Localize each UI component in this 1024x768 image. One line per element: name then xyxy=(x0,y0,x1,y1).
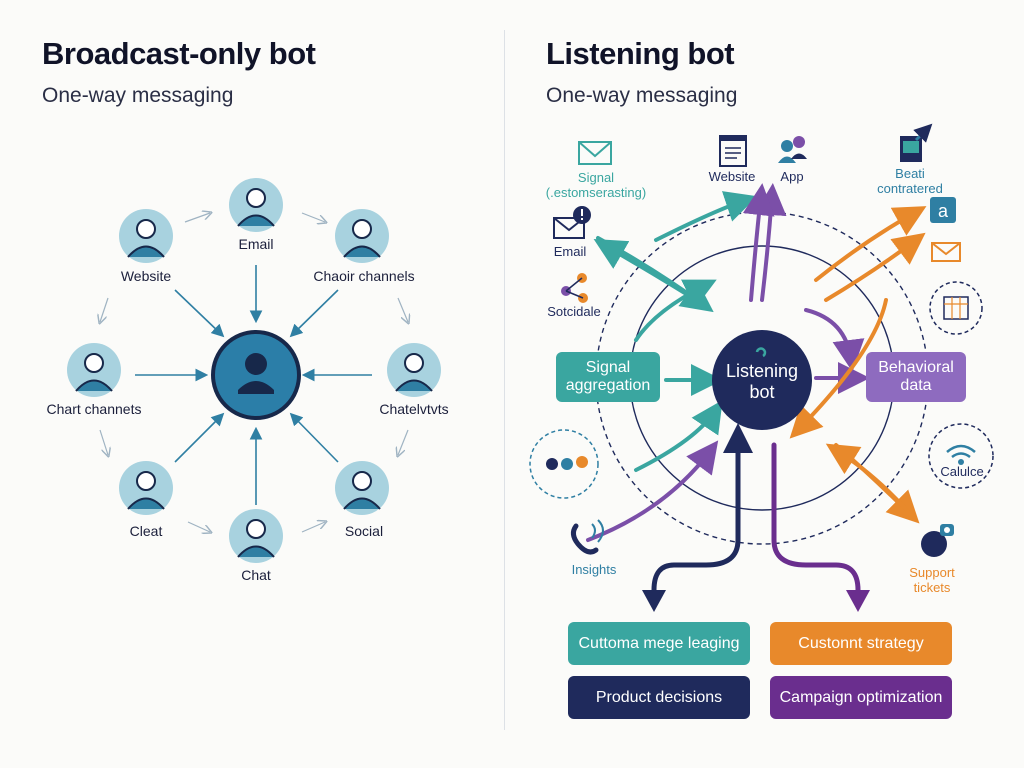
beati-line1: Beati xyxy=(895,166,925,181)
support-line1: Support xyxy=(909,565,955,580)
source-label-support: Support tickets xyxy=(909,565,955,595)
chat-avatar xyxy=(229,509,283,563)
node-label-social: Social xyxy=(344,523,384,539)
broadcast-subtitle: One-way messaging xyxy=(42,84,234,107)
app-users-icon xyxy=(778,136,807,163)
avatar-nodes xyxy=(67,178,441,563)
listening-title: Listening bot xyxy=(546,36,735,71)
social-avatar xyxy=(335,461,389,515)
output-box-2 xyxy=(568,676,750,719)
envelope-alert-icon xyxy=(553,206,591,239)
output-label-1: Custonnt strategy xyxy=(798,634,924,652)
bot-label-line1: Listening xyxy=(725,361,799,381)
signal-aggregation-box: Signal aggregation xyxy=(556,352,660,402)
listening-bot-label: Listening bot xyxy=(712,352,812,412)
node-label-chat: Chat xyxy=(241,567,271,583)
node-label-cleat: Cleat xyxy=(129,523,163,539)
source-label-beati: Beati contratered xyxy=(877,166,943,196)
envelope-icon-signal xyxy=(578,141,612,165)
support-line2: tickets xyxy=(913,580,951,595)
broadcast-diagram xyxy=(67,178,441,563)
listening-bot-node xyxy=(712,330,812,430)
email-avatar xyxy=(229,178,283,232)
node-label-website: Website xyxy=(120,268,172,284)
broadcast-title: Broadcast-only bot xyxy=(42,36,316,71)
source-label-sotcidale: Sotcidale xyxy=(547,304,601,319)
signal-aggregation-line1: Signal xyxy=(585,359,631,376)
website-icon xyxy=(719,135,747,167)
bot-signal-icon xyxy=(755,347,767,358)
output-box-3 xyxy=(770,676,952,719)
document-edit-icon xyxy=(900,123,933,162)
source-label-calulce: Calulce xyxy=(940,464,984,479)
panel-divider xyxy=(504,30,505,730)
wifi-icon xyxy=(928,423,994,489)
broadcast-panel: Broadcast-only bot One-way messaging xyxy=(0,0,505,768)
signal-line1: Signal xyxy=(577,170,615,185)
center-user-icon xyxy=(238,353,274,394)
behavioral-line1: Behavioral xyxy=(878,359,954,376)
listening-subtitle: One-way messaging xyxy=(546,84,738,107)
source-label-signal: Signal (.estomserasting) xyxy=(546,170,646,200)
arrow-website-center xyxy=(174,289,225,338)
website-avatar xyxy=(119,209,173,263)
listening-panel: Listening bot One-way messaging xyxy=(506,0,1024,768)
arrow-social-center xyxy=(289,412,339,463)
arrow-chaoir-center xyxy=(289,289,339,338)
output-label-0: Cuttoma mege leaging xyxy=(578,634,740,652)
svg-text:a: a xyxy=(938,201,949,221)
phone-icon xyxy=(570,519,604,555)
output-box-1 xyxy=(770,622,952,665)
node-label-chatelvtts: Chatelvtvts xyxy=(379,401,449,417)
share-icon xyxy=(561,273,588,303)
signal-aggregation-line2: aggregation xyxy=(565,377,651,394)
bot-label-line2: bot xyxy=(749,382,775,402)
behavioral-line2: data xyxy=(900,377,932,394)
node-label-chart-channels: Chart channets xyxy=(46,401,142,417)
envelope-orange-icon xyxy=(931,242,961,262)
output-box-0 xyxy=(568,622,750,665)
node-label-email: Email xyxy=(238,236,274,252)
signal-line2: (.estomserasting) xyxy=(545,185,647,200)
support-chat-icon xyxy=(921,524,954,557)
arrow-cleat-center xyxy=(174,412,225,463)
amazon-icon: a xyxy=(930,197,956,223)
chatel-avatar xyxy=(387,343,441,397)
cleat-avatar xyxy=(119,461,173,515)
listening-diagram: a xyxy=(529,123,994,719)
beati-line2: contratered xyxy=(877,181,943,196)
dots-icon xyxy=(529,429,599,499)
chart-avatar xyxy=(67,343,121,397)
output-label-3: Campaign optimization xyxy=(779,688,943,706)
source-label-insights: Insights xyxy=(571,562,617,577)
calendar-icon xyxy=(929,281,983,335)
chaoir-avatar xyxy=(335,209,389,263)
output-label-2: Product decisions xyxy=(595,688,723,706)
behavioral-data-box: Behavioral data xyxy=(866,352,966,402)
source-label-app: App xyxy=(780,169,804,184)
node-label-chaoir: Chaoir channels xyxy=(313,268,415,284)
source-label-email: Email xyxy=(553,244,587,259)
source-label-website: Website xyxy=(708,169,756,184)
